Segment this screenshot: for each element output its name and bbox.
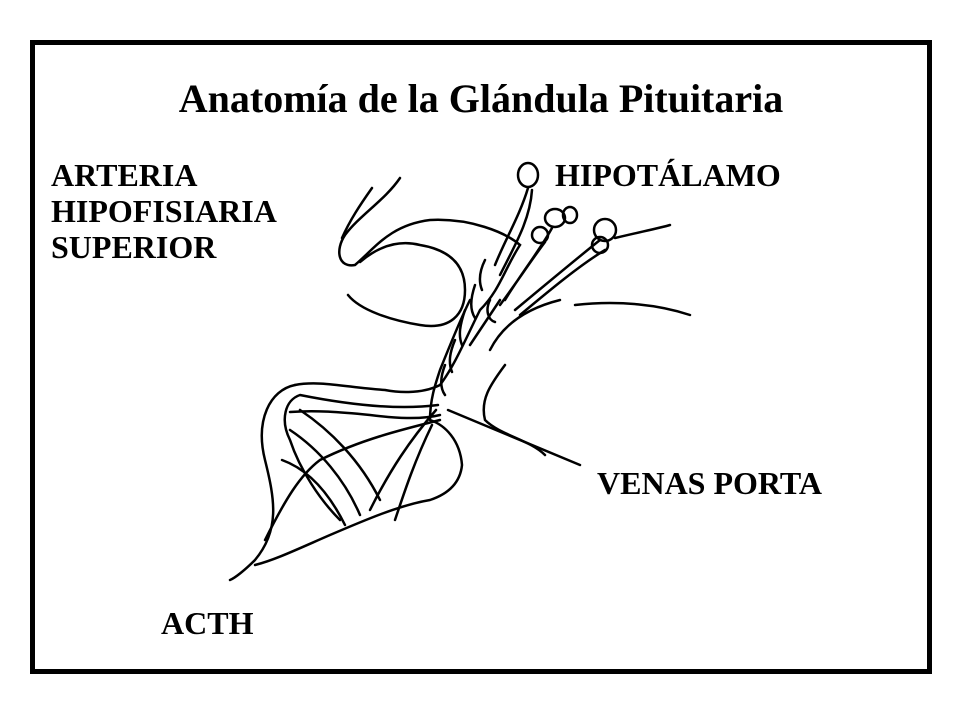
neuron-cell-2 bbox=[543, 207, 567, 229]
posterior-lobe-outline bbox=[253, 418, 464, 567]
neuron-axon-2 bbox=[498, 226, 554, 307]
portal-vessels-3 bbox=[368, 408, 438, 522]
diagram-frame: Anatomía de la Glándula Pituitaria ARTER… bbox=[30, 40, 932, 674]
portal-vessels-1 bbox=[263, 418, 442, 542]
label-hipotalamo: HIPOTÁLAMO bbox=[555, 157, 781, 193]
neuron-cell-4 bbox=[592, 217, 618, 243]
stalk-capillary-loops bbox=[440, 258, 497, 397]
label-arteria-line-2: HIPOFISIARIA bbox=[51, 193, 277, 229]
venas-porta-pointer bbox=[446, 408, 582, 467]
portal-vessels-5 bbox=[288, 409, 442, 420]
label-venas-porta: VENAS PORTA bbox=[597, 465, 822, 501]
sella-outline bbox=[573, 301, 692, 317]
label-acth: ACTH bbox=[161, 605, 254, 641]
label-arteria-line-3: SUPERIOR bbox=[51, 229, 217, 265]
hypothalamus-inner bbox=[340, 186, 467, 328]
anterior-lobe-outline bbox=[228, 383, 297, 582]
neuron-cell-6 bbox=[561, 205, 579, 225]
label-arteria-line-1: ARTERIA bbox=[51, 157, 198, 193]
hypothalamus-outline bbox=[293, 176, 522, 394]
neuron-axon-1 bbox=[493, 186, 534, 277]
neuron-axon-3 bbox=[513, 223, 672, 317]
portal-vessels-4 bbox=[280, 408, 382, 527]
pituitary-back-outline bbox=[482, 298, 562, 457]
portal-vessels-2 bbox=[283, 393, 440, 522]
label-arteria-hipofisiaria-superior: ARTERIA HIPOFISIARIA SUPERIOR bbox=[51, 157, 277, 265]
diagram-title: Anatomía de la Glándula Pituitaria bbox=[178, 76, 784, 121]
neuron-cell-1 bbox=[516, 161, 540, 189]
